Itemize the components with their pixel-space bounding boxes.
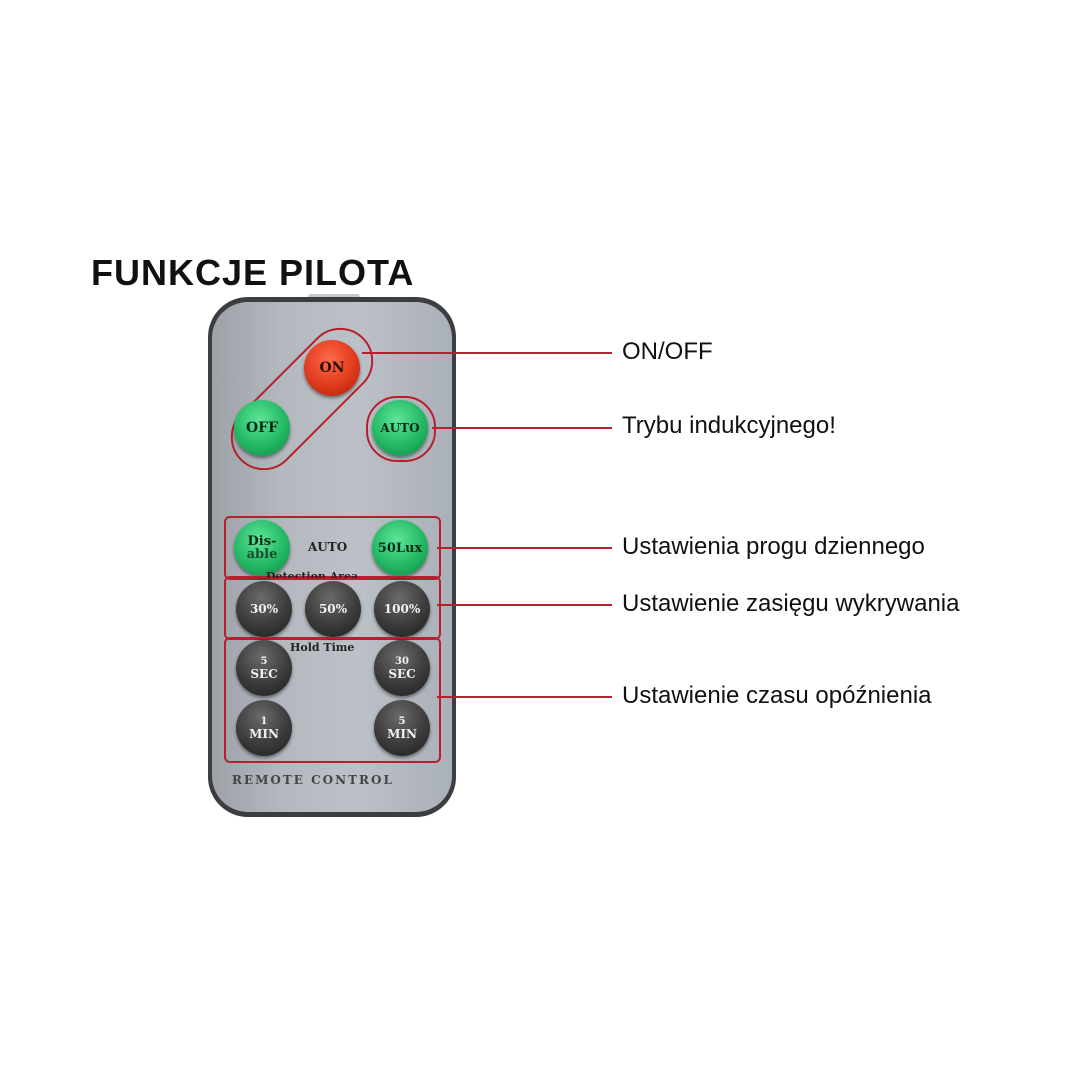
connector-on-off [362,352,612,354]
lux-button-label: 50Lux [377,540,423,556]
lux-button[interactable]: 50Lux [372,520,428,576]
hold-time-group-frame [224,637,441,763]
connector-auto [432,427,612,429]
min5-unit: MIN [387,727,417,741]
min5-num: 5 [398,716,406,727]
pct30-label: 30% [249,601,279,616]
connector-hold-time [437,696,612,698]
callout-detection-range: Ustawienie zasięgu wykrywania [622,590,960,617]
on-button[interactable]: ON [304,340,360,396]
pct50-button[interactable]: 50% [305,581,361,637]
sec30-button[interactable]: 30 SEC [374,640,430,696]
callout-induction-mode: Trybu indukcyjnego! [622,412,836,439]
callout-on-off: ON/OFF [622,338,713,365]
on-button-label: ON [319,359,345,376]
off-button-label: OFF [245,419,279,436]
off-button[interactable]: OFF [234,400,290,456]
detection-area-label: Detection Area [266,570,359,578]
sec5-unit: SEC [250,667,278,681]
callout-hold-time: Ustawienie czasu opóźnienia [622,682,932,709]
page-title: FUNKCJE PILOTA [91,252,415,293]
detection-group-frame [224,576,441,640]
sec5-num: 5 [260,656,268,667]
connector-detection [437,604,612,606]
sec30-unit: SEC [388,667,416,681]
min1-num: 1 [260,716,268,727]
hold-time-label: Hold Time [290,641,355,654]
connector-daylight [437,547,612,549]
auto-group-label: AUTO [308,540,348,554]
disable-line1: Dis- [247,534,277,549]
min5-button[interactable]: 5 MIN [374,700,430,756]
sec5-button[interactable]: 5 SEC [236,640,292,696]
disable-button[interactable]: Dis- able [234,520,290,576]
min1-unit: MIN [249,727,279,741]
pct50-label: 50% [318,601,348,616]
sec30-num: 30 [395,656,409,667]
remote-footer-label: REMOTE CONTROL [232,773,394,787]
auto-frame [366,396,436,462]
disable-line2: able [246,547,278,562]
pct100-button[interactable]: 100% [374,581,430,637]
pct100-label: 100% [383,601,421,616]
pct30-button[interactable]: 30% [236,581,292,637]
min1-button[interactable]: 1 MIN [236,700,292,756]
callout-daylight-threshold: Ustawienia progu dziennego [622,533,925,560]
